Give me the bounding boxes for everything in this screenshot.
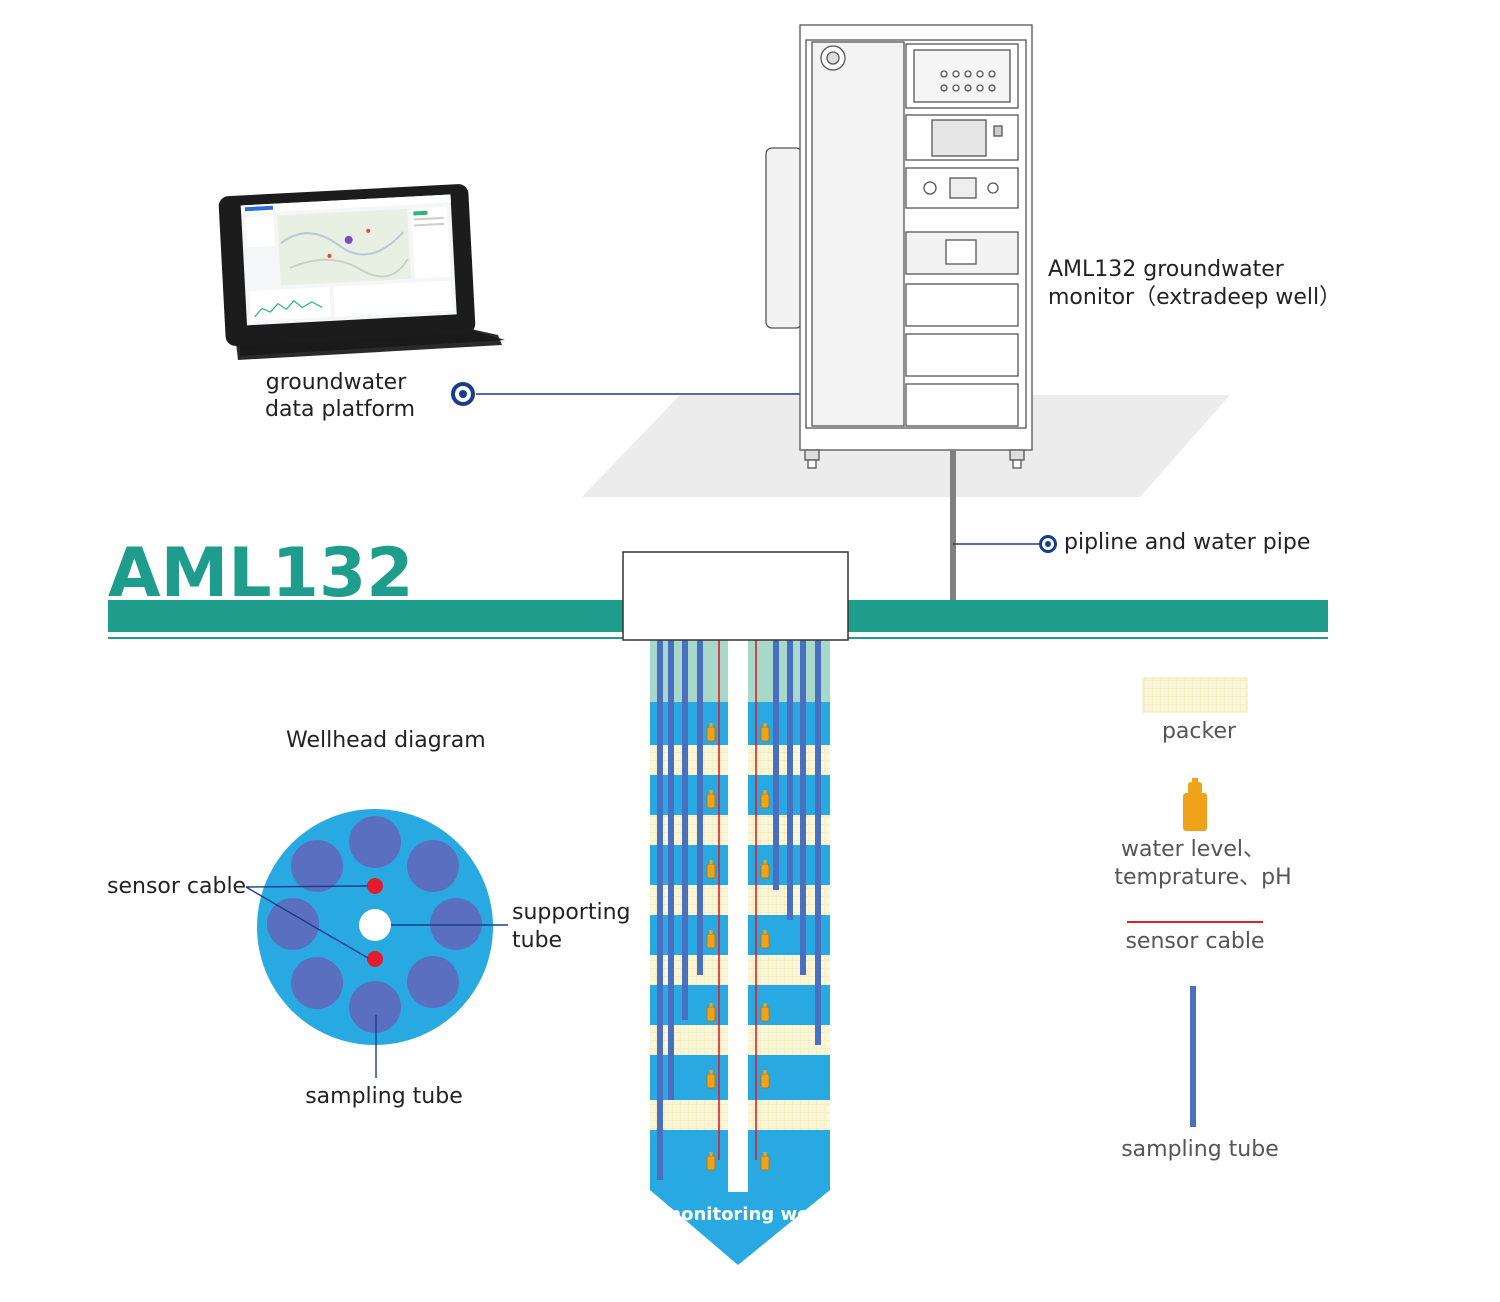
legend-sampling-tube-swatch — [1190, 986, 1196, 1127]
legend-sensor-icon — [1183, 778, 1207, 831]
monitoring-well: monitoring well — [650, 638, 830, 1265]
legend-sampling-tube-label: sampling tube — [1121, 1137, 1279, 1162]
legend-sensor-label-line2: temprature、pH — [1114, 865, 1291, 890]
wellhead-sampling-tube-label: sampling tube — [305, 1084, 463, 1109]
legend-sensor-cable-label: sensor cable — [1125, 929, 1264, 954]
tablet-screen — [240, 194, 457, 326]
platform-label-line1: groundwater — [266, 370, 407, 395]
monitor-label-line2: monitor（extradeep well） — [1048, 285, 1341, 310]
legend: packer water level、 temprature、pH sensor… — [1114, 677, 1292, 1162]
wellhead-box — [622, 551, 849, 641]
platform-callout-marker — [451, 382, 475, 406]
monitor-cabinet — [765, 24, 1033, 469]
legend-sensor-label-line1: water level、 — [1121, 837, 1265, 862]
supporting-tube-label-line2: tube — [512, 928, 562, 953]
platform-label-line2: data platform — [265, 397, 415, 422]
supporting-tube-label-line1: supporting — [512, 900, 631, 925]
monitoring-well-label: monitoring well — [662, 1204, 821, 1225]
pipeline-callout-marker — [1039, 535, 1057, 553]
sensor-cable-pointer-2 — [245, 886, 369, 959]
monitor-label-line1: AML132 groundwater — [1048, 257, 1285, 282]
tablet-device — [218, 184, 505, 360]
wellhead-diagram-title: Wellhead diagram — [286, 728, 486, 753]
wellhead-sensor-cable-label: sensor cable — [107, 874, 246, 899]
wellhead-cross-section — [257, 809, 493, 1045]
pipeline-label: pipline and water pipe — [1064, 530, 1310, 555]
brand-title: AML132 — [108, 534, 414, 613]
legend-packer-swatch — [1142, 677, 1248, 713]
legend-packer-label: packer — [1162, 719, 1237, 744]
sensor-cable-pointer-1 — [245, 885, 369, 888]
